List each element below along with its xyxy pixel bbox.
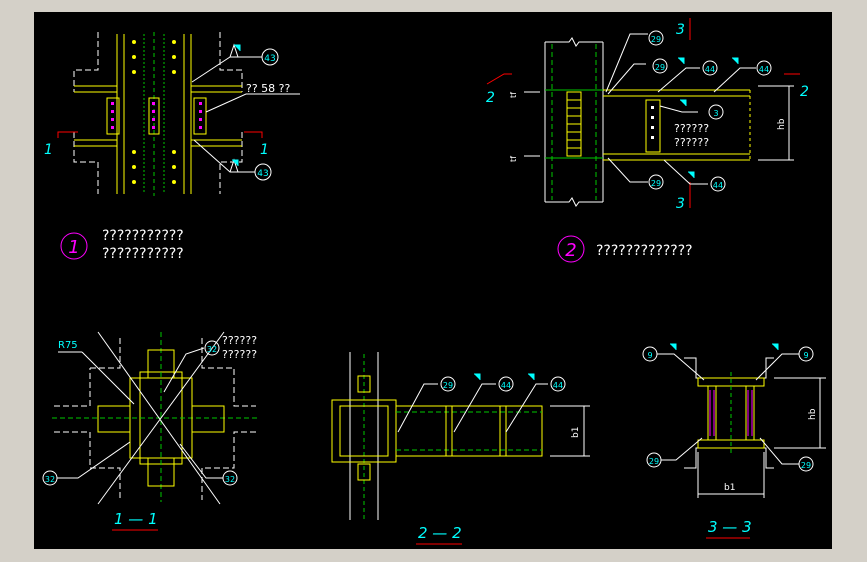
detail1-number: 1 — [68, 237, 79, 258]
svg-text:43: 43 — [257, 169, 268, 179]
svg-text:29: 29 — [801, 461, 811, 470]
detail2-dim-tf-top: tf — [509, 92, 518, 98]
detail2-section-label-left: 2 — [486, 90, 495, 106]
detail2-number-circle — [557, 235, 585, 263]
svg-text:44: 44 — [705, 65, 715, 74]
detail2-note-line2: ?????? — [674, 136, 709, 149]
svg-text:29: 29 — [651, 35, 661, 44]
detail2-shear-plate — [645, 99, 661, 153]
detail2-callout-29a — [648, 30, 664, 46]
detail2-callout-44c — [710, 176, 726, 192]
detail2-number: 2 — [565, 240, 576, 261]
detail-2: tf tf hb 2 2 3 3 29 29 29 44 44 — [486, 18, 809, 263]
section11-radius-label: R75 — [58, 340, 78, 351]
section22-callout-44b — [550, 376, 566, 392]
detail1-leader-label-line — [205, 93, 300, 113]
detail2-callout-44a — [702, 60, 718, 76]
section11-beam-right — [191, 405, 225, 433]
svg-text:29: 29 — [655, 63, 665, 72]
detail2-bolts — [651, 106, 654, 139]
detail1-leader-label: ?? 58 ?? — [246, 82, 291, 95]
section11-beam-left — [97, 405, 131, 433]
detail1-splice-plate-left — [106, 97, 120, 135]
svg-text:44: 44 — [553, 381, 563, 390]
detail2-section-label-bottom: 3 — [676, 196, 685, 212]
svg-text:32: 32 — [225, 475, 235, 484]
svg-text:29: 29 — [443, 381, 453, 390]
detail1-splice-plate-center — [148, 97, 160, 135]
svg-text:44: 44 — [713, 181, 723, 190]
section22-title: 2 — 2 — [418, 524, 462, 542]
detail2-callout-29b — [652, 58, 668, 74]
svg-text:44: 44 — [501, 381, 511, 390]
detail1-section-label-left: 1 — [44, 142, 53, 158]
section11-callout-32a — [204, 340, 220, 356]
section11-note-line1: ?????? — [222, 334, 257, 347]
detail1-number-circle — [60, 232, 88, 260]
detail2-callout-29c — [648, 174, 664, 190]
svg-text:44: 44 — [759, 65, 769, 74]
detail2-dim-hb: hb — [777, 118, 787, 130]
detail1-leader-bottom — [193, 139, 248, 173]
section33-title: 3 — 3 — [708, 518, 752, 536]
svg-text:29: 29 — [651, 179, 661, 188]
svg-text:9: 9 — [647, 351, 652, 360]
detail2-section-label-top: 3 — [676, 22, 685, 38]
detail1-flag-bottom — [232, 159, 239, 166]
section11-beam-bottom — [147, 457, 175, 487]
detail1-flag-top — [234, 44, 241, 51]
detail1-title-line2: ??????????? — [102, 246, 184, 262]
detail2-note-line1: ?????? — [674, 122, 709, 135]
cad-drawing: 1 1 43 43 ?? 58 ?? 1 ??????????? ???????… — [42, 18, 826, 545]
section-2-2: b1 29 44 44 2 — 2 — [331, 352, 590, 545]
detail-1: 1 1 43 43 ?? 58 ?? 1 ??????????? ???????… — [44, 32, 300, 262]
section33-dim-hb: hb — [808, 408, 818, 420]
svg-text:9: 9 — [803, 351, 808, 360]
section22-beam — [395, 405, 543, 457]
detail2-callout-3 — [708, 104, 724, 120]
section22-callout-29 — [440, 376, 456, 392]
section22-callout-44a — [498, 376, 514, 392]
section11-outline — [54, 338, 256, 407]
detail1-section-mark-right — [244, 131, 263, 138]
detail1-bolt-marks — [111, 102, 202, 129]
section11-beam-top — [147, 349, 175, 379]
detail2-callout-44b — [756, 60, 772, 76]
detail1-section-label-right: 1 — [260, 142, 269, 158]
svg-text:29: 29 — [649, 457, 659, 466]
section22-dim-b1: b1 — [571, 427, 581, 438]
svg-text:43: 43 — [264, 54, 275, 64]
detail2-section-label-right: 2 — [800, 84, 809, 100]
svg-text:32: 32 — [45, 475, 55, 484]
section33-dim-b1: b1 — [724, 483, 735, 493]
svg-text:3: 3 — [713, 109, 718, 118]
section-3-3: hb b1 9 9 29 29 3 — 3 — [642, 343, 826, 539]
section-1-1: R75 32 ?????? ?????? 32 32 1 — 1 — [42, 331, 260, 531]
section11-title: 1 — 1 — [114, 510, 158, 528]
section11-note-line2: ?????? — [222, 348, 257, 361]
detail2-dim-tf-bottom: tf — [509, 156, 518, 162]
svg-text:32: 32 — [207, 345, 217, 354]
detail1-outline — [73, 32, 243, 194]
detail1-title-line1: ??????????? — [102, 228, 184, 244]
detail1-splice-plate-right — [193, 97, 207, 135]
section33-bottom-flange — [697, 439, 765, 449]
detail1-column-bolts — [132, 40, 176, 184]
detail1-section-mark-left — [57, 131, 78, 138]
detail2-title: ????????????? — [596, 243, 693, 259]
drawing-canvas: 1 1 43 43 ?? 58 ?? 1 ??????????? ???????… — [34, 12, 832, 549]
